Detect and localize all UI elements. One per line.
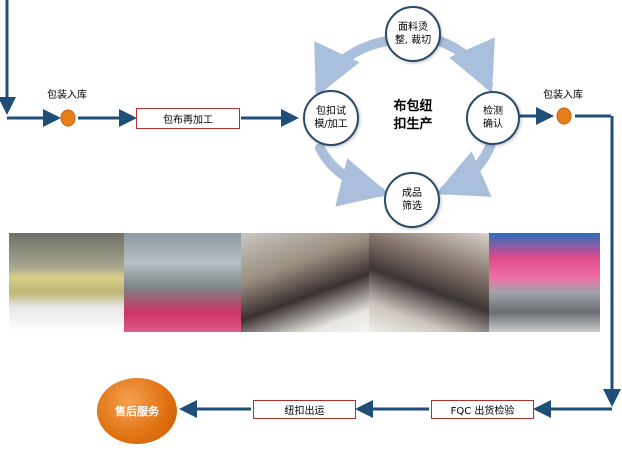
node-right-line1: 检测 xyxy=(483,105,503,118)
cycle-center-text: 布包纽 扣生产 xyxy=(382,98,444,134)
node-left-line2: 模/加工 xyxy=(314,118,347,131)
node-bottom-line2: 筛选 xyxy=(402,200,422,213)
pack-store-left-label: 包装入库 xyxy=(47,86,87,101)
after-sales-circle: 售后服务 xyxy=(97,378,177,444)
photo-worker-machine xyxy=(369,233,489,332)
node-left-line1: 包扣试 xyxy=(316,105,346,118)
cycle-center-line2: 扣生产 xyxy=(382,116,444,134)
node-right-line2: 确认 xyxy=(483,118,503,131)
photo-weighing-scale xyxy=(489,233,600,332)
right-pack-dot xyxy=(557,108,571,124)
node-top-line1: 面料烫 xyxy=(398,21,428,34)
rework-box: 包布再加工 xyxy=(136,108,240,129)
after-sales-label: 售后服务 xyxy=(115,403,159,419)
photo-worker-sewing xyxy=(241,233,369,332)
node-button-trial: 包扣试 模/加工 xyxy=(303,90,359,146)
node-top-line2: 整, 裁切 xyxy=(395,34,431,47)
fqc-box: FQC 出货检验 xyxy=(431,400,534,419)
photo-press-machine xyxy=(9,233,124,332)
node-product-screening: 成品 筛选 xyxy=(384,172,440,228)
photo-cutting-machine xyxy=(124,233,241,332)
node-fabric-ironing: 面料烫 整, 裁切 xyxy=(385,6,441,62)
node-inspection: 检测 确认 xyxy=(466,91,520,145)
cycle-center-line1: 布包纽 xyxy=(382,98,444,116)
pack-store-right-label: 包装入库 xyxy=(543,86,583,101)
ship-box: 纽扣出运 xyxy=(253,400,356,419)
left-pack-dot xyxy=(61,110,75,126)
node-bottom-line1: 成品 xyxy=(402,187,422,200)
